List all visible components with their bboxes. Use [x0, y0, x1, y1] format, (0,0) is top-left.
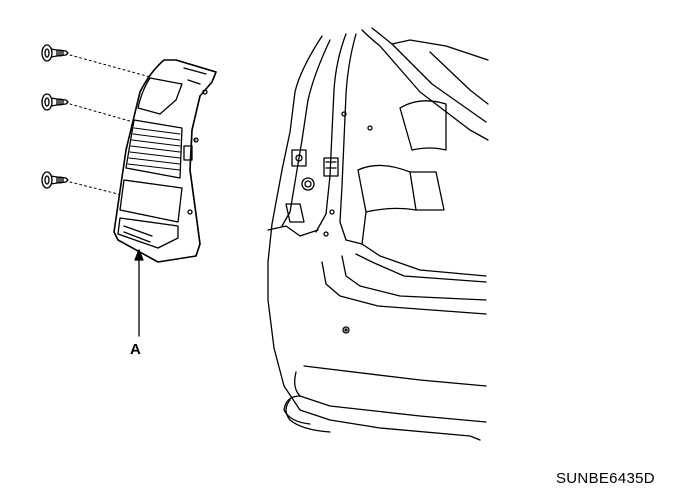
figure-code: SUNBE6435D: [556, 470, 655, 487]
part-label-a: A: [130, 341, 141, 358]
tail-lamp-assembly: [113, 59, 217, 263]
screw-icon: [41, 171, 69, 189]
callout-arrow: [134, 249, 144, 337]
screw-icon: [41, 44, 69, 62]
vehicle-rear-body: [267, 27, 489, 441]
screw-icon: [41, 93, 69, 111]
